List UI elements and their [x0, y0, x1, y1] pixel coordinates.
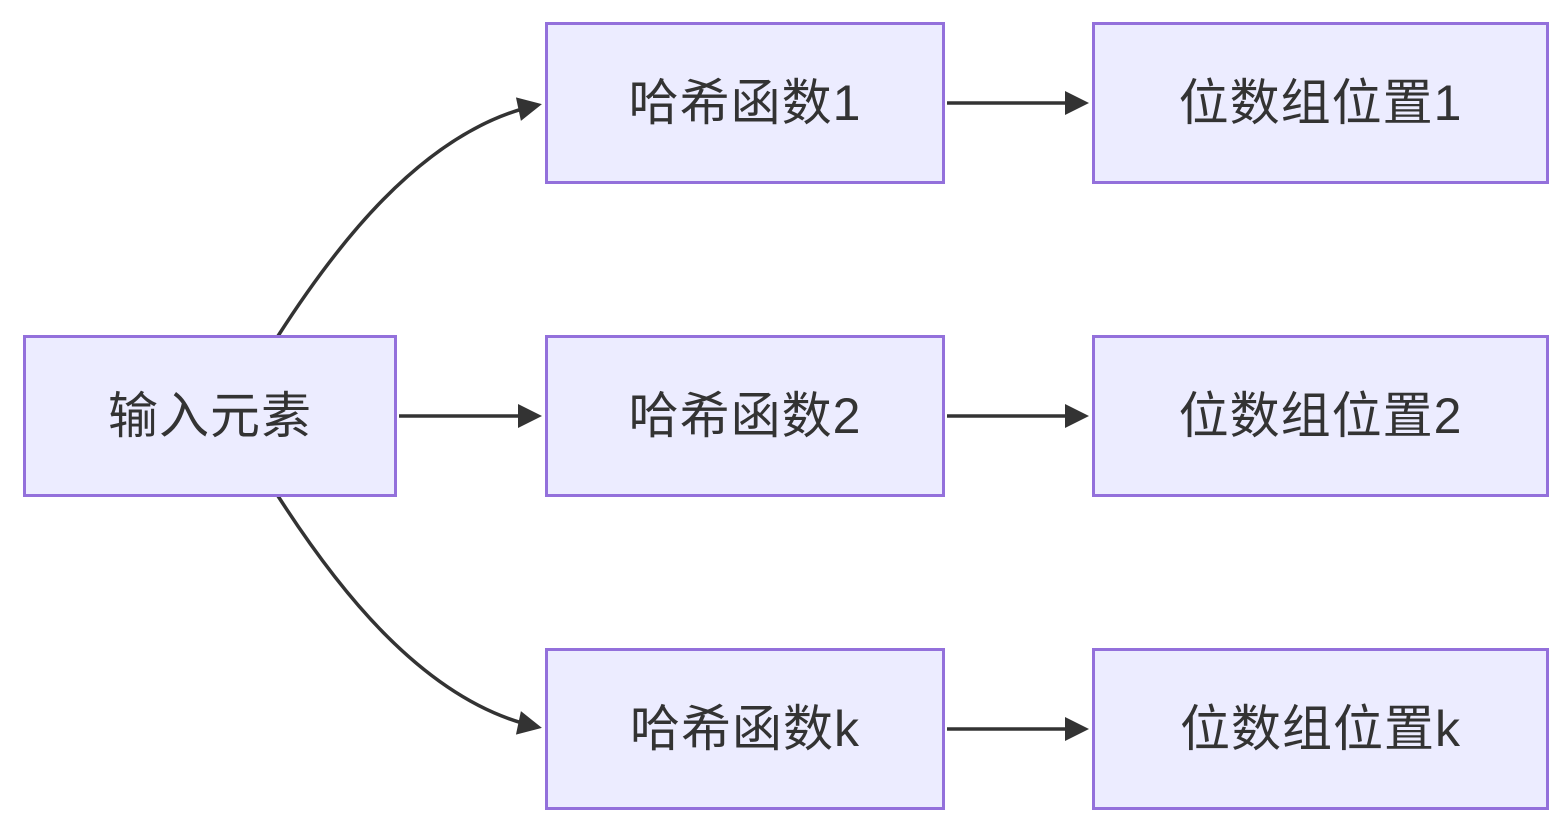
node-label: 哈希函数k: [630, 701, 860, 757]
edge-input-to-hash1: [276, 97, 542, 337]
edge-input-to-hashk: [276, 495, 542, 735]
node-bit-array-position-1: 位数组位置1: [1092, 22, 1549, 184]
node-hash-function-2: 哈希函数2: [545, 335, 945, 497]
node-label: 位数组位置1: [1178, 75, 1463, 131]
node-label: 哈希函数1: [628, 75, 862, 131]
node-hash-function-1: 哈希函数1: [545, 22, 945, 184]
node-bit-array-position-k: 位数组位置k: [1092, 648, 1549, 810]
node-label: 位数组位置2: [1178, 388, 1463, 444]
node-bit-array-position-2: 位数组位置2: [1092, 335, 1549, 497]
node-input-element: 输入元素: [23, 335, 397, 497]
node-label: 位数组位置k: [1180, 701, 1461, 757]
node-label: 输入元素: [108, 388, 312, 444]
node-hash-function-k: 哈希函数k: [545, 648, 945, 810]
node-label: 哈希函数2: [628, 388, 862, 444]
